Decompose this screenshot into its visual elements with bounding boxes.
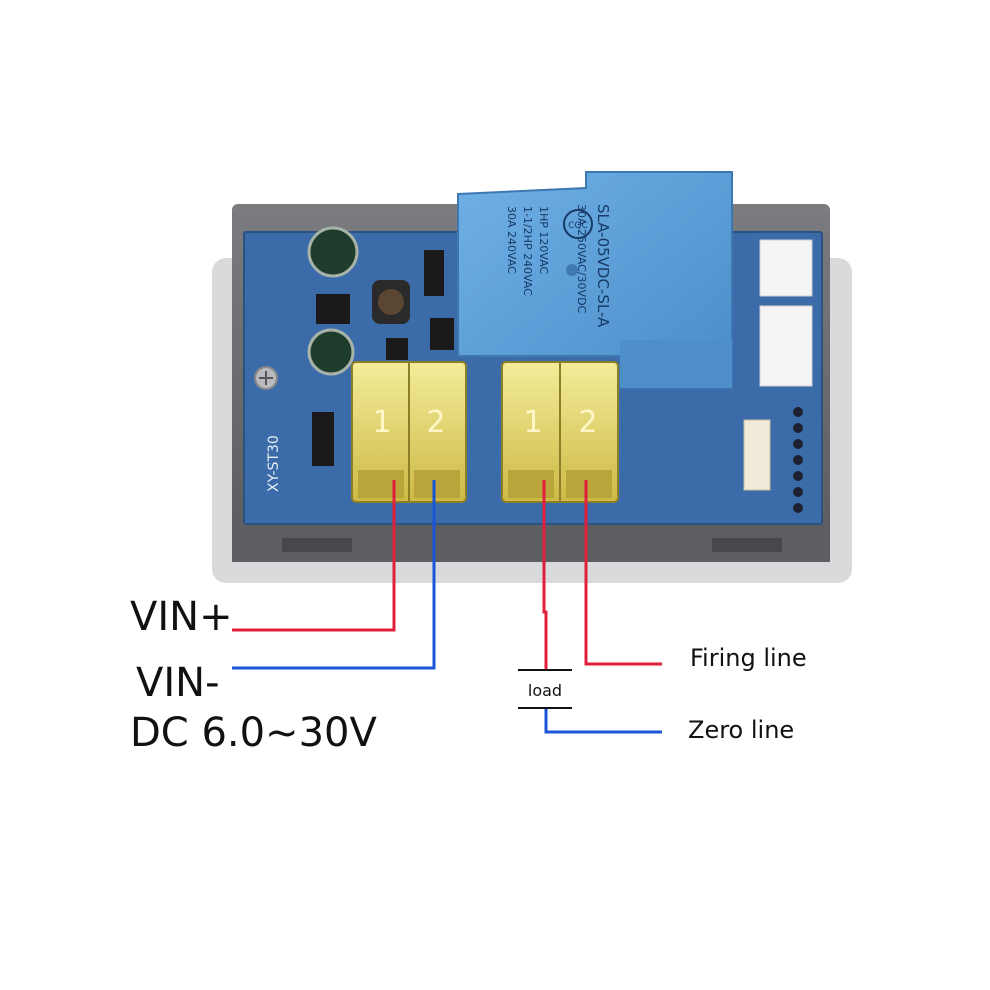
relay: SLA-05VDC-SL-A 30A 250VAC/30VDC 1HP 120V…: [457, 171, 733, 389]
relay-rating-label: 30A 250VAC/30VDC: [575, 204, 588, 314]
vin-minus-wire: [232, 480, 436, 670]
relay-rating-label: 1-1/2HP 240VAC: [521, 206, 534, 296]
terminal-number: 1: [372, 405, 391, 440]
terminal-number: 2: [426, 405, 445, 440]
zero-line-label: Zero line: [688, 716, 795, 744]
terminal-number: 1: [523, 405, 542, 440]
terminal-block-power: 1 2: [351, 361, 467, 503]
connector-icon: [759, 305, 813, 387]
zero-line-wire: [544, 708, 662, 734]
relay-model-label: SLA-05VDC-SL-A: [594, 204, 612, 328]
indicator-dots: [793, 407, 803, 513]
board-model-label: XY-ST30: [266, 435, 282, 492]
connector-icon: [743, 419, 771, 491]
load-label: load: [528, 681, 562, 700]
load-supply-wire: [542, 480, 548, 670]
vin-plus-wire: [232, 480, 396, 632]
certification-label: CQC: [568, 221, 588, 231]
capacitor-icon: [307, 328, 355, 376]
load-symbol: load: [518, 669, 572, 709]
vin-minus-label: VIN-: [136, 660, 220, 706]
connector-icon: [759, 239, 813, 297]
relay-rating-label: 30A 240VAC: [505, 206, 518, 274]
relay-rating-label: 1HP 120VAC: [537, 206, 550, 275]
terminal-number: 2: [578, 405, 597, 440]
capacitor-icon: [307, 226, 359, 278]
terminal-block-relay: 1 2: [501, 361, 619, 503]
firing-line-label: Firing line: [690, 644, 807, 672]
firing-line-wire: [584, 480, 662, 666]
vin-plus-label: VIN+: [130, 594, 233, 640]
voltage-label: DC 6.0~30V: [130, 710, 377, 756]
certification-icon: [563, 209, 593, 239]
